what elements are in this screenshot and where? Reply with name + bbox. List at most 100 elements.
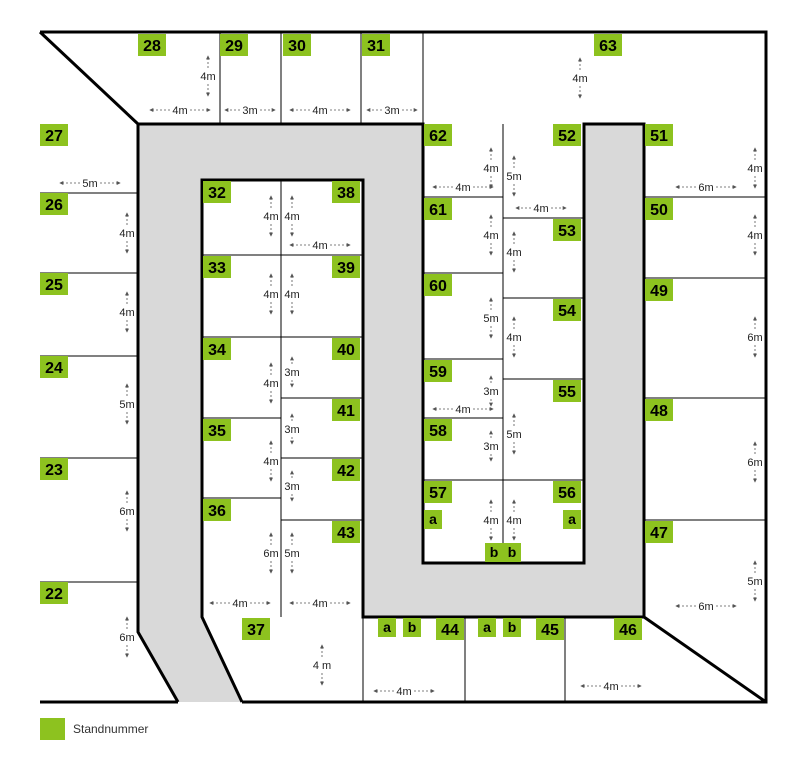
badge-box — [614, 618, 642, 640]
dimension-d21: 4m — [263, 440, 279, 482]
dimension-d4: 4m — [289, 105, 351, 117]
dimension-d50: 4m — [373, 686, 435, 698]
badge-box — [424, 274, 452, 296]
stand-number: 39 — [337, 260, 355, 277]
stand-number: 27 — [45, 128, 63, 145]
dimension-d36: 5m — [506, 413, 522, 455]
stand-number: 43 — [337, 525, 355, 542]
dimension-d5: 3m — [366, 105, 418, 117]
stand-number: 41 — [337, 403, 355, 420]
badge-box — [424, 510, 442, 529]
dimension-label: 3m — [242, 105, 257, 117]
dimension-d42: 4m — [747, 147, 763, 189]
badge-box — [403, 618, 421, 637]
stand-number: 34 — [208, 342, 226, 359]
stand-number: b — [490, 544, 499, 560]
stand-badge-s33: 33 — [203, 256, 231, 278]
stand-badge-s30: 30 — [283, 34, 311, 56]
dimension-label: 4m — [603, 681, 618, 693]
stand-number: 23 — [45, 462, 63, 479]
stand-badge-s54: 54 — [553, 299, 581, 321]
dimension-label: 4m — [200, 71, 215, 83]
stand-badge-s37: 37 — [242, 618, 270, 640]
stand-number: 42 — [337, 463, 355, 480]
stand-badge-s45b: b — [503, 618, 521, 637]
badge-box — [332, 521, 360, 543]
stand-number: 24 — [45, 360, 63, 377]
stand-badge-s45a: a — [478, 618, 496, 637]
stand-badge-s61: 61 — [424, 198, 452, 220]
dimension-label: 4m — [396, 686, 411, 698]
dimension-d29: 5m — [506, 155, 522, 197]
dimension-label: 4m — [263, 211, 278, 223]
dimension-d8: 4m — [119, 212, 135, 254]
stand-badge-s38: 38 — [332, 181, 360, 203]
stand-number: 22 — [45, 586, 63, 603]
badge-box — [220, 34, 248, 56]
stand-badge-s41: 41 — [332, 399, 360, 421]
dimension-label: 3m — [384, 105, 399, 117]
stand-number: 44 — [441, 622, 459, 639]
stand-number: 31 — [367, 38, 385, 55]
dimension-label: 5m — [747, 576, 762, 588]
stand-number: 59 — [429, 364, 447, 381]
dimension-d33: 4m — [506, 231, 522, 273]
dimension-label: 4m — [483, 515, 498, 527]
stand-number: 46 — [619, 622, 637, 639]
stand-number: 50 — [650, 202, 668, 219]
badge-box — [40, 582, 68, 604]
dimension-d24: 5m — [284, 532, 300, 574]
stand-badge-s28: 28 — [138, 34, 166, 56]
dimension-d18: 4m — [263, 362, 279, 404]
dimension-d48: 6m — [675, 601, 737, 613]
badge-box — [645, 279, 673, 301]
dimension-d32: 4m — [483, 214, 499, 256]
badge-box — [553, 299, 581, 321]
stand-badge-s40: 40 — [332, 338, 360, 360]
hall-outlines — [38, 30, 768, 704]
dimension-label: 5m — [284, 548, 299, 560]
badge-box — [645, 399, 673, 421]
dimension-label: 4m — [483, 230, 498, 242]
dimension-label: 4m — [119, 228, 134, 240]
stand-badge-s45: 45 — [536, 618, 564, 640]
stand-number: 49 — [650, 283, 668, 300]
stand-number: 29 — [225, 38, 243, 55]
dimension-d44: 6m — [675, 182, 737, 194]
badge-box — [645, 198, 673, 220]
stand-badge-s62: 62 — [424, 124, 452, 146]
dimension-d46: 6m — [747, 316, 763, 358]
dimension-label: 4m — [284, 211, 299, 223]
dimension-label: 3m — [284, 367, 299, 379]
stand-number: 57 — [429, 485, 447, 502]
dimension-label: 5m — [119, 399, 134, 411]
stand-number: b — [408, 619, 417, 635]
badge-box — [362, 34, 390, 56]
dimension-label: 4m — [455, 404, 470, 416]
badge-box — [503, 543, 521, 562]
dimension-d45: 4m — [580, 681, 642, 693]
dimension-label: 4m — [572, 73, 587, 85]
stand-badge-s48: 48 — [645, 399, 673, 421]
dimension-d26: 4m — [289, 598, 351, 610]
dimension-d14: 4m — [284, 195, 300, 237]
badge-box — [478, 618, 496, 637]
stand-number: a — [483, 619, 491, 635]
stand-number: 52 — [558, 128, 576, 145]
stand-number: 37 — [247, 622, 265, 639]
dimension-label: 6m — [747, 332, 762, 344]
stand-badge-s55: 55 — [553, 380, 581, 402]
stand-number: 58 — [429, 423, 447, 440]
stand-badge-s50: 50 — [645, 198, 673, 220]
dimension-d49: 5m — [747, 560, 763, 602]
stand-badge-s36: 36 — [203, 499, 231, 521]
badge-box — [40, 193, 68, 215]
dimension-label: 6m — [119, 632, 134, 644]
dimension-label: 4m — [747, 163, 762, 175]
stand-badge-s22: 22 — [40, 582, 68, 604]
stand-badge-s60: 60 — [424, 274, 452, 296]
dimension-d41: 4m — [506, 499, 522, 541]
stand-number: b — [508, 619, 517, 635]
